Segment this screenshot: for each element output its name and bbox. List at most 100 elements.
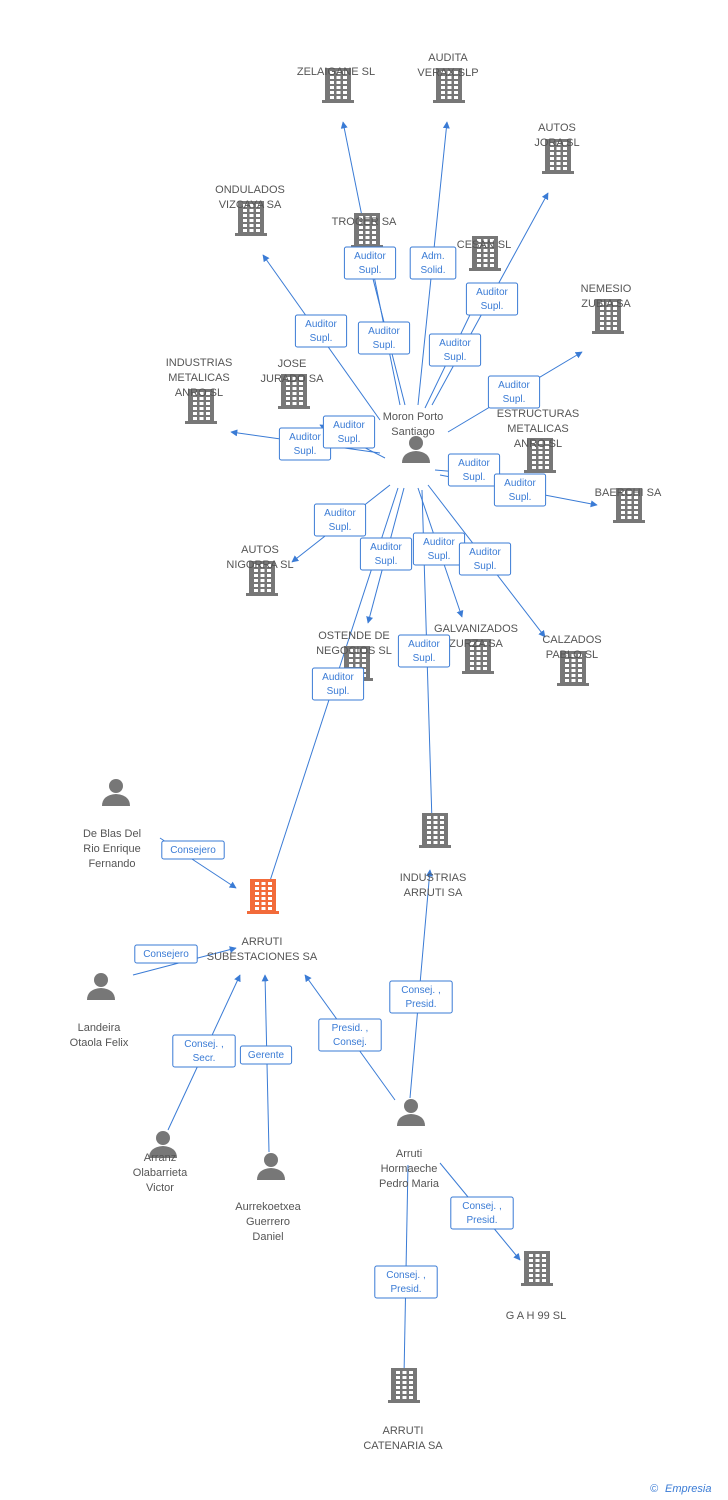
- building-icon: [469, 236, 501, 271]
- footer-logo[interactable]: © Empresia: [650, 1483, 711, 1495]
- node-baerchi[interactable]: BAERCHI SA: [595, 487, 662, 523]
- copyright-symbol: ©: [650, 1483, 659, 1495]
- edge-tag-label: Adm.Solid.: [420, 251, 445, 276]
- building-icon: [247, 879, 279, 914]
- building-icon: [462, 639, 494, 674]
- edge-tag[interactable]: Consej. ,Secr.: [172, 1034, 236, 1068]
- node-troger[interactable]: TROGER SA: [332, 213, 397, 248]
- edge-tag[interactable]: Consej. ,Presid.: [389, 980, 453, 1014]
- building-icon: [246, 561, 278, 596]
- node-zelaigane[interactable]: ZELAIGANE SL: [297, 66, 375, 103]
- building-icon: [613, 488, 645, 523]
- edge-tag-label: Consej. ,Presid.: [401, 985, 440, 1010]
- edge-tag[interactable]: Consejero: [134, 944, 198, 964]
- edge-tag-label: Consej. ,Secr.: [184, 1039, 223, 1064]
- building-icon: [322, 68, 354, 103]
- building-icon: [524, 438, 556, 473]
- building-icon: [557, 651, 589, 686]
- node-label: ZELAIGANE SL: [297, 66, 375, 78]
- building-icon: [419, 813, 451, 848]
- edge-tag[interactable]: Adm.Solid.: [409, 246, 457, 280]
- node-gah99[interactable]: G A H 99 SL: [506, 1251, 567, 1322]
- building-icon: [592, 299, 624, 334]
- building-icon: [185, 389, 217, 424]
- edge-tag[interactable]: Presid. ,Consej.: [318, 1018, 382, 1052]
- person-icon: [149, 1131, 177, 1158]
- person-icon: [87, 973, 115, 1000]
- edge-tag[interactable]: Consej. ,Presid.: [450, 1196, 514, 1230]
- edge-tag[interactable]: Consej. ,Presid.: [374, 1265, 438, 1299]
- edge-tag-label: Consej. ,Presid.: [462, 1201, 501, 1226]
- edge-tag[interactable]: Consejero: [161, 840, 225, 860]
- edge-tag-label: Gerente: [248, 1050, 285, 1061]
- person-icon: [402, 436, 430, 463]
- node-cesan[interactable]: CESAN SL: [457, 236, 511, 271]
- edge-tag[interactable]: Gerente: [239, 1045, 293, 1065]
- node-label: BAERCHI SA: [595, 487, 662, 499]
- building-icon: [388, 1368, 420, 1403]
- person-icon: [257, 1153, 285, 1180]
